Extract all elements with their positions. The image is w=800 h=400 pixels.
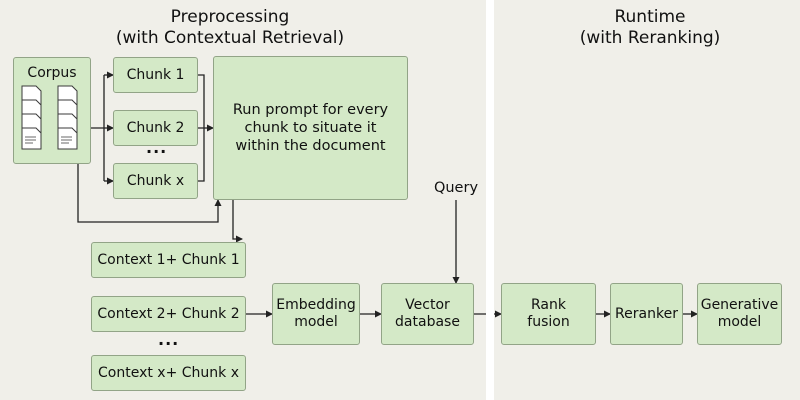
- chunk-1-box: Chunk 1: [113, 57, 198, 93]
- rank-label-line-1: Rank: [531, 297, 566, 313]
- corpus-to-prompt-arrow: [77, 164, 222, 223]
- context-ellipsis: ...: [158, 330, 180, 349]
- generative-model-box: Generative model: [697, 283, 782, 345]
- chunk-x-box: Chunk x: [113, 163, 198, 199]
- prompt-to-context-arrow: [232, 200, 243, 243]
- context-2-box: Context 2+ Chunk 2: [91, 296, 246, 332]
- context-1-box: Context 1+ Chunk 1: [91, 242, 246, 278]
- preprocessing-subtitle: (with Contextual Retrieval): [115, 28, 345, 48]
- prompt-text-line-2: chunk to situate it: [244, 120, 377, 136]
- query-label: Query: [433, 180, 479, 196]
- chunk-2-label: Chunk 2: [126, 119, 185, 136]
- prompt-text-line-1: Run prompt for every: [232, 102, 389, 118]
- embedding-label-line-2: model: [294, 314, 338, 330]
- context-x-box: Context x+ Chunk x: [91, 355, 246, 391]
- vector-label-line-2: database: [395, 314, 460, 330]
- document-stack-icon: [21, 85, 78, 150]
- runtime-subtitle: (with Reranking): [579, 28, 721, 48]
- section-divider: [486, 0, 494, 400]
- context-x-label: Context x+ Chunk x: [98, 364, 239, 381]
- runtime-heading: Runtime (with Reranking): [520, 7, 780, 49]
- rank-label-line-2: fusion: [527, 314, 570, 330]
- chunk-ellipsis: ...: [146, 138, 168, 157]
- generative-label-line-2: model: [717, 314, 762, 330]
- contextualize-prompt-box: Run prompt for every chunk to situate it…: [213, 56, 408, 200]
- preprocessing-heading: Preprocessing (with Contextual Retrieval…: [60, 7, 400, 49]
- reranker-label: Reranker: [615, 305, 678, 322]
- embedding-label-line-1: Embedding: [276, 297, 356, 313]
- generative-label-line-1: Generative: [700, 297, 779, 313]
- context-2-label: Context 2+ Chunk 2: [97, 305, 240, 322]
- preprocessing-title: Preprocessing: [170, 7, 290, 27]
- embedding-model-box: Embedding model: [272, 283, 360, 345]
- reranker-box: Reranker: [610, 283, 683, 345]
- context-1-label: Context 1+ Chunk 1: [97, 251, 240, 268]
- rank-fusion-box: Rank fusion: [501, 283, 596, 345]
- vector-database-box: Vector database: [381, 283, 474, 345]
- chunks-to-prompt-line: [198, 74, 205, 182]
- corpus-to-chunks-line: [91, 75, 105, 181]
- chunk-x-label: Chunk x: [126, 172, 185, 189]
- prompt-text-line-3: within the document: [235, 138, 386, 154]
- chunk-2-box: Chunk 2: [113, 110, 198, 146]
- chunk-1-label: Chunk 1: [126, 66, 185, 83]
- corpus-label: Corpus: [27, 65, 77, 81]
- runtime-title: Runtime: [614, 7, 686, 27]
- vector-label-line-1: Vector: [405, 297, 450, 313]
